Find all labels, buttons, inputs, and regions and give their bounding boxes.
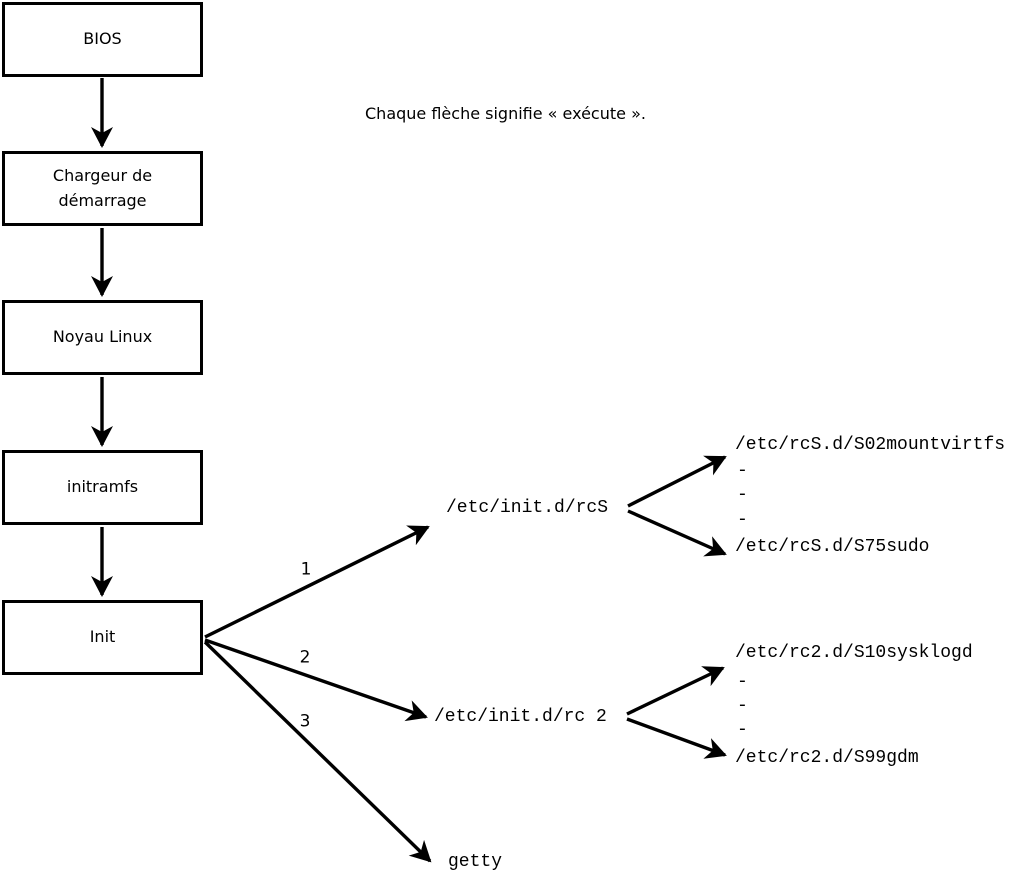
leaf-rc2-ellipsis-1: -	[737, 672, 748, 692]
box-initramfs-label: initramfs	[66, 477, 139, 497]
node-rcs-script: /etc/init.d/rcS	[446, 498, 609, 518]
leaf-rcs-ellipsis-2: -	[737, 485, 748, 505]
box-init-label: Init	[89, 627, 116, 647]
box-initramfs: initramfs	[2, 450, 203, 525]
branch-2-number: 2	[299, 647, 311, 668]
box-init: Init	[2, 600, 203, 675]
node-rc2-script: /etc/init.d/rc 2	[434, 707, 607, 727]
arrow-init-to-rc2	[204, 638, 428, 722]
node-getty: getty	[448, 852, 503, 872]
leaf-s75sudo: /etc/rcS.d/S75sudo	[735, 537, 930, 557]
leaf-s10sysklogd: /etc/rc2.d/S10sysklogd	[735, 643, 973, 663]
arrow-rc2-to-s10sysklogd	[626, 666, 725, 716]
box-bios: BIOS	[2, 2, 203, 77]
arrow-rcs-to-s75sudo	[627, 509, 727, 557]
leaf-rcs-ellipsis-3: -	[737, 510, 748, 530]
box-kernel: Noyau Linux	[2, 300, 203, 375]
box-bootloader: Chargeur de démarrage	[2, 151, 203, 226]
leaf-rcs-ellipsis-1: -	[737, 461, 748, 481]
leaf-s99gdm: /etc/rc2.d/S99gdm	[735, 748, 919, 768]
arrow-init-to-rcs	[204, 525, 430, 639]
box-bios-label: BIOS	[83, 29, 122, 49]
box-kernel-label: Noyau Linux	[52, 327, 153, 347]
caption-text: Chaque flèche signifie « exécute ».	[365, 104, 646, 123]
arrow-rcs-to-s02mountvirtfs	[627, 455, 727, 508]
leaf-s02mountvirtfs: /etc/rcS.d/S02mountvirtfs	[735, 435, 1006, 455]
box-bootloader-label: Chargeur de démarrage	[52, 165, 153, 210]
leaf-rc2-ellipsis-3: -	[737, 720, 748, 740]
arrow-rc2-to-s99gdm	[626, 717, 727, 759]
leaf-rc2-ellipsis-2: -	[737, 696, 748, 716]
branch-1-number: 1	[300, 559, 312, 580]
branch-3-number: 3	[299, 711, 311, 732]
arrow-init-to-getty	[203, 640, 432, 863]
